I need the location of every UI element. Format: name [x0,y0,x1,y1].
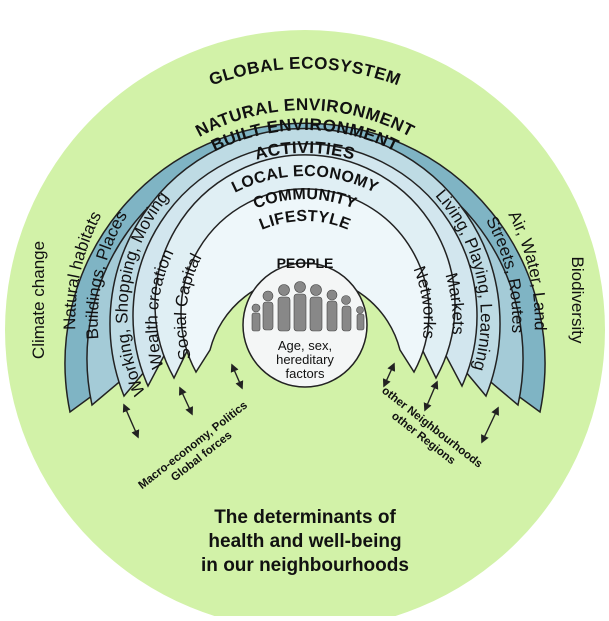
people-figures-icon [251,281,365,332]
people-line-2: hereditary [276,352,334,367]
arrow-left-inner [230,363,244,390]
arrow-left-outer [122,403,140,439]
biodiversity-label: Biodiversity [568,257,587,344]
bottom-title-line-2: health and well-being [208,531,401,552]
people-title: PEOPLE [277,255,334,271]
arrow-right-outer [481,406,499,444]
people-line-3: factors [285,366,325,381]
arrow-right-inner [382,362,396,388]
arrow-left-mid [179,386,193,416]
bottom-title-line-1: The determinants of [214,507,396,528]
arrow-right-mid [423,380,439,412]
people-line-1: Age, sex, [278,338,332,353]
connection-arrows [122,362,499,444]
climate-change-label: Climate change [29,241,48,359]
bottom-title-line-3: in our neighbourhoods [201,555,409,576]
